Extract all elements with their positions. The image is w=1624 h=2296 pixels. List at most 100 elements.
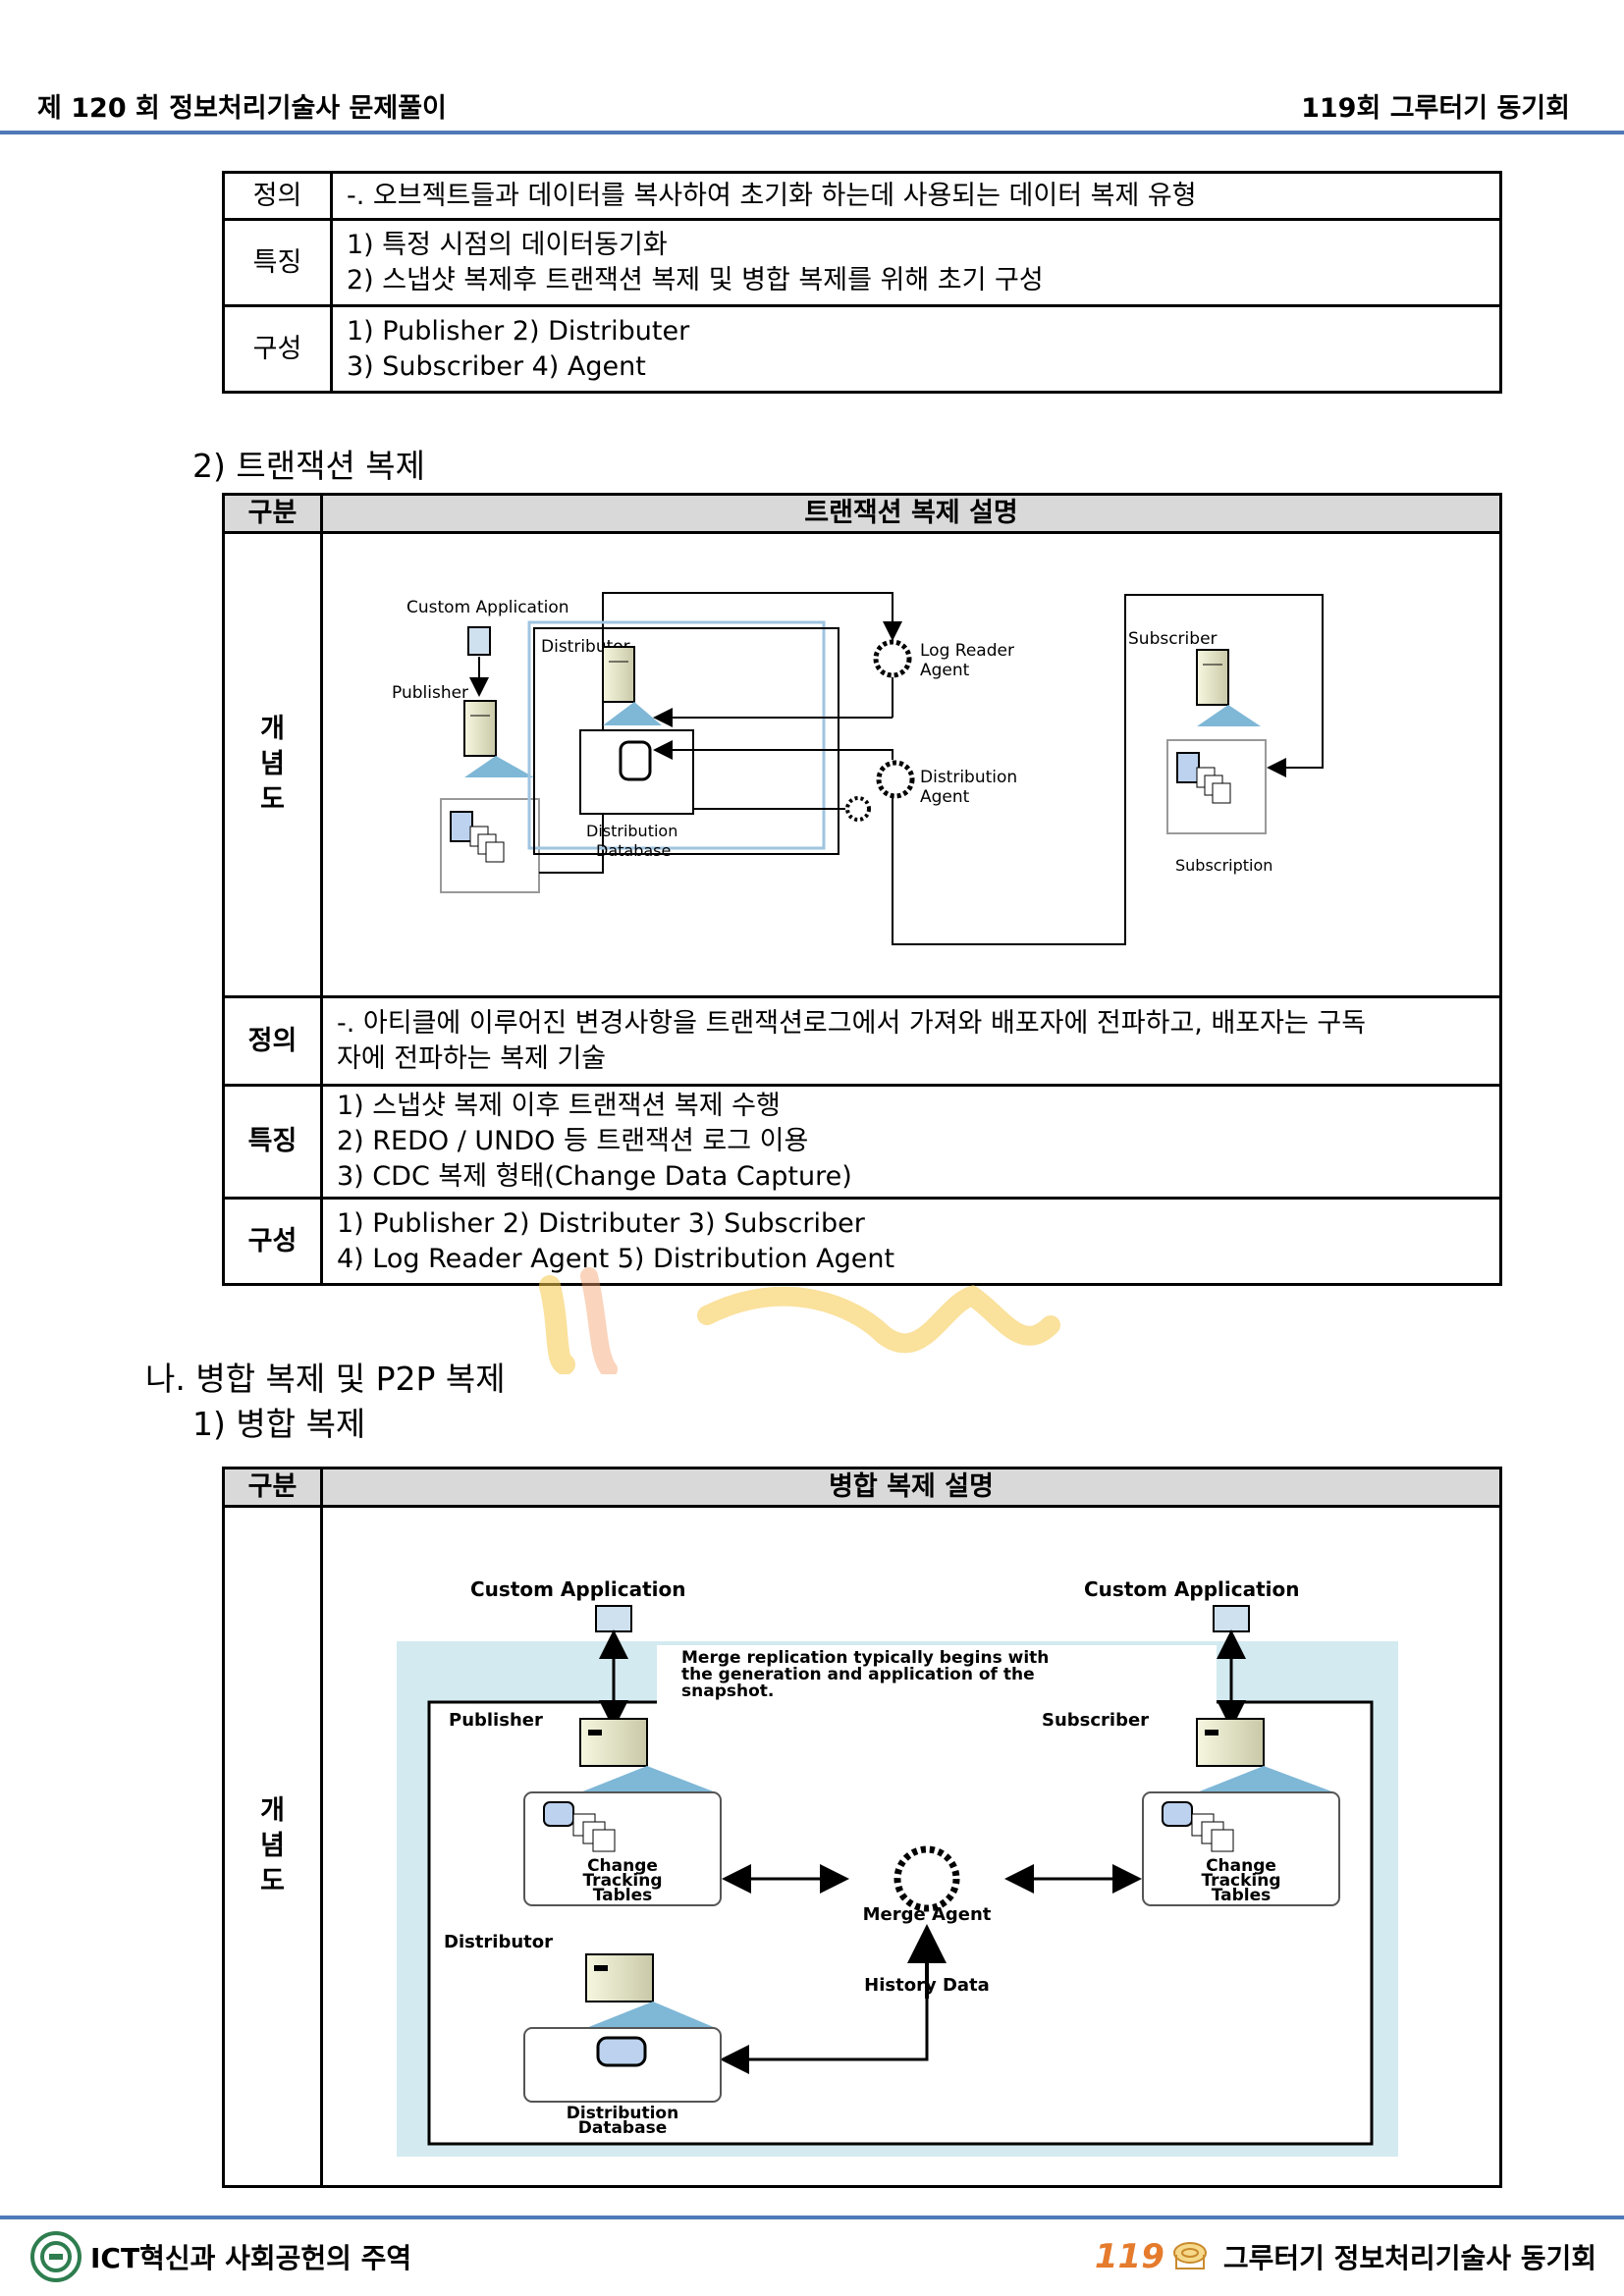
row-label: 특징 bbox=[222, 218, 333, 307]
row-label: 구성 bbox=[222, 1197, 323, 1286]
merge-diagram: Custom Application Custom Application Me… bbox=[397, 1577, 1398, 2157]
label-log-reader: Log Reader bbox=[920, 641, 1014, 661]
merge-note: Merge replication typically begins with bbox=[681, 1648, 1049, 1668]
table-row: 특징 1) 스냅샷 복제 이후 트랜잭션 복제 수행 2) REDO / UND… bbox=[222, 1084, 1502, 1200]
publisher-server-icon bbox=[579, 1718, 648, 1767]
merge-table: 구분 병합 복제 설명 개념도 Custom Application Custo… bbox=[222, 1467, 1502, 2188]
label-dist-db: Database bbox=[578, 2118, 667, 2138]
label-custom-app-right: Custom Application bbox=[1084, 1577, 1300, 1601]
label-ct-right: Change bbox=[1206, 1856, 1276, 1876]
header-rule bbox=[0, 131, 1624, 134]
row-label: 특징 bbox=[222, 1084, 323, 1200]
table-row: 개념도 Custom Application Publisher bbox=[222, 531, 1502, 998]
row-label: 개념도 bbox=[222, 531, 323, 998]
label-subscriber: Subscriber bbox=[1128, 629, 1218, 649]
watermark-logo bbox=[539, 1267, 1060, 1374]
table-header-row: 구분 트랜잭션 복제 설명 bbox=[222, 493, 1502, 534]
col-header: 병합 복제 설명 bbox=[320, 1467, 1502, 1508]
beam-shape bbox=[1197, 705, 1261, 726]
doc-header-group: 119회 그루터기 동기회 bbox=[1301, 93, 1570, 124]
label-history: History Data bbox=[864, 1975, 990, 1996]
arrow bbox=[653, 740, 893, 760]
label-ct-left: Tracking bbox=[582, 1871, 662, 1891]
col-header: 트랜잭션 복제 설명 bbox=[320, 493, 1502, 534]
transaction-table: 구분 트랜잭션 복제 설명 개념도 Custom Application Pub… bbox=[222, 493, 1502, 1286]
section-heading: 나. 병합 복제 및 P2P 복제 bbox=[145, 1360, 506, 1398]
row-label: 구성 bbox=[222, 304, 333, 394]
table-row: 개념도 Custom Application Custom Applicatio… bbox=[222, 1505, 1502, 2188]
doc-header-title: 제 120 회 정보처리기술사 문제풀이 bbox=[37, 93, 447, 124]
beam-shape bbox=[580, 1766, 716, 1792]
content-line: 자에 전파하는 복제 기술 bbox=[337, 1042, 607, 1074]
label-publisher: Publisher bbox=[392, 683, 468, 703]
database-icon bbox=[619, 740, 652, 781]
footer-group-name: 그루터기 정보처리기술사 동기회 bbox=[1222, 2242, 1597, 2274]
table-row: 특징 1) 특정 시점의 데이터동기화 2) 스냅샷 복제후 트랜잭션 복제 및… bbox=[222, 218, 1502, 307]
label-log-reader-agent: Agent bbox=[920, 661, 970, 680]
row-content: -. 오브젝트들과 데이터를 복사하여 초기화 하는데 사용되는 데이터 복제 … bbox=[330, 171, 1502, 221]
ict-logo-icon bbox=[30, 2231, 81, 2282]
content-line: 3) CDC 복제 형태(Change Data Capture) bbox=[337, 1161, 852, 1192]
merge-note: the generation and application of the bbox=[681, 1665, 1035, 1684]
content-line: -. 아티클에 이루어진 변경사항을 트랜잭션로그에서 가져와 배포자에 전파하… bbox=[337, 1007, 1367, 1039]
row-content: 1) 스냅샷 복제 이후 트랜잭션 복제 수행 2) REDO / UNDO 등… bbox=[320, 1084, 1502, 1200]
beam-shape bbox=[586, 2002, 716, 2028]
log-reader-gear-icon bbox=[873, 639, 912, 678]
distributor-server-icon bbox=[602, 646, 635, 703]
label-dist-db-2: Database bbox=[596, 841, 671, 860]
row-content: 1) Publisher 2) Distributer 3) Subscribe… bbox=[330, 304, 1502, 394]
beam-shape bbox=[464, 756, 534, 777]
monitor-icon bbox=[1213, 1605, 1250, 1632]
database-icon bbox=[450, 811, 505, 863]
label-ct-left: Tables bbox=[593, 1886, 653, 1905]
row-content: 1) 특정 시점의 데이터동기화 2) 스냅샷 복제후 트랜잭션 복제 및 병합… bbox=[330, 218, 1502, 307]
label-dist-agent-2: Agent bbox=[920, 787, 970, 807]
content-line: 1) 특정 시점의 데이터동기화 bbox=[347, 229, 668, 260]
monitor-icon bbox=[467, 626, 491, 656]
row-label: 개념도 bbox=[222, 1505, 323, 2188]
label-distributor: Distributor bbox=[444, 1932, 553, 1952]
database-icon bbox=[543, 1801, 616, 1852]
label-dist-db: Distribution bbox=[586, 822, 677, 840]
table-row: 정의 -. 아티클에 이루어진 변경사항을 트랜잭션로그에서 가져와 배포자에 … bbox=[222, 995, 1502, 1087]
content-line: 3) Subscriber 4) Agent bbox=[347, 350, 646, 382]
monitor-icon bbox=[595, 1605, 632, 1632]
row-content: -. 아티클에 이루어진 변경사항을 트랜잭션로그에서 가져와 배포자에 전파하… bbox=[320, 995, 1502, 1087]
connector-line bbox=[892, 594, 1324, 945]
merge-agent-gear-icon bbox=[893, 1845, 960, 1912]
label-dist-db: Distribution bbox=[567, 2104, 678, 2123]
subscriber-server-icon bbox=[1196, 1718, 1265, 1767]
footer-logo-number: 119 bbox=[1094, 2237, 1164, 2276]
row-label: 정의 bbox=[222, 995, 323, 1087]
label-publisher: Publisher bbox=[449, 1710, 543, 1731]
footer-slogan: ICT혁신과 사회공헌의 주역 bbox=[90, 2242, 412, 2274]
snapshot-table: 정의 -. 오브젝트들과 데이터를 복사하여 초기화 하는데 사용되는 데이터 … bbox=[222, 171, 1502, 394]
col-header: 구분 bbox=[222, 493, 323, 534]
connector-line bbox=[720, 1999, 929, 2074]
content-line: 2) REDO / UNDO 등 트랜잭션 로그 이용 bbox=[337, 1126, 809, 1156]
publisher-server-icon bbox=[463, 700, 497, 757]
diagram-label: 개념도 bbox=[260, 714, 285, 815]
label-dist-agent: Distribution bbox=[920, 768, 1017, 787]
diagram-cell: Custom Application Publisher bbox=[320, 531, 1502, 998]
small-gear-icon bbox=[845, 796, 871, 822]
distributor-frame bbox=[527, 620, 826, 850]
merge-note: snapshot. bbox=[681, 1682, 774, 1701]
database-icon bbox=[1176, 752, 1231, 804]
table-row: 구성 1) Publisher 2) Distributer 3) Subscr… bbox=[222, 304, 1502, 394]
beam-shape bbox=[603, 702, 662, 725]
database-icon bbox=[1162, 1801, 1234, 1852]
table-row: 정의 -. 오브젝트들과 데이터를 복사하여 초기화 하는데 사용되는 데이터 … bbox=[222, 171, 1502, 221]
content-line: 1) Publisher 2) Distributer 3) Subscribe… bbox=[337, 1207, 865, 1239]
table-row: 구성 1) Publisher 2) Distributer 3) Subscr… bbox=[222, 1197, 1502, 1286]
distributor-box bbox=[533, 627, 839, 855]
table-header-row: 구분 병합 복제 설명 bbox=[222, 1467, 1502, 1508]
label-merge-agent: Merge Agent bbox=[863, 1904, 992, 1925]
row-content: 1) Publisher 2) Distributer 3) Subscribe… bbox=[320, 1197, 1502, 1286]
diagram-cell: Custom Application Custom Application Me… bbox=[320, 1505, 1502, 2188]
content-line: 1) 스냅샷 복제 이후 트랜잭션 복제 수행 bbox=[337, 1091, 781, 1121]
content-line: -. 오브젝트들과 데이터를 복사하여 초기화 하는데 사용되는 데이터 복제 … bbox=[347, 180, 1197, 211]
footer-left: ICT혁신과 사회공헌의 주역 bbox=[29, 2230, 411, 2283]
connector-line bbox=[539, 592, 902, 874]
section-heading: 1) 병합 복제 bbox=[192, 1405, 366, 1443]
